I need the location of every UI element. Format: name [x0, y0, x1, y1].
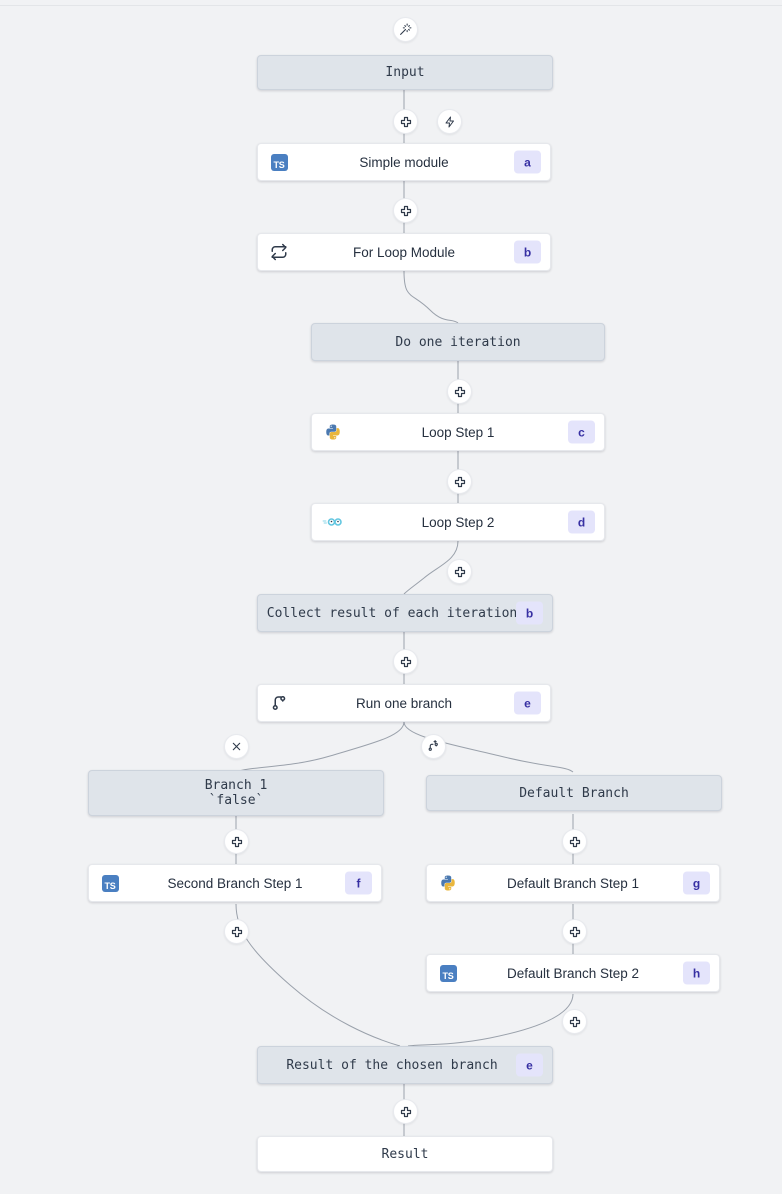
node-result-of-chosen-branch-label: Result of the chosen branch — [286, 1057, 498, 1073]
node-default-branch-step-2-badge: h — [683, 961, 710, 985]
add-step-in-default-branch-button[interactable] — [562, 829, 587, 854]
node-loop-step-1[interactable]: Loop Step 1 c — [311, 413, 605, 451]
node-collect-result[interactable]: Collect result of each iteration b — [257, 594, 553, 632]
plus-icon — [231, 836, 242, 847]
node-simple-module-label: Simple module — [359, 154, 449, 170]
node-default-branch[interactable]: Default Branch — [426, 775, 722, 811]
node-second-branch-step-1[interactable]: TS Second Branch Step 1 f — [88, 864, 382, 902]
add-step-after-input-button[interactable] — [393, 109, 418, 134]
node-input[interactable]: Input — [257, 55, 553, 90]
plus-icon — [454, 476, 465, 487]
plus-icon — [569, 1016, 580, 1027]
node-loop-step-2-label: Loop Step 2 — [421, 514, 495, 530]
node-default-branch-step-1-badge: g — [683, 871, 710, 895]
lightning-bolt-icon — [445, 116, 454, 127]
node-default-branch-step-2[interactable]: TS Default Branch Step 2 h — [426, 954, 720, 992]
add-step-after-default-branch-step-1-button[interactable] — [562, 919, 587, 944]
node-default-branch-step-1-label: Default Branch Step 1 — [506, 875, 640, 891]
add-step-after-second-branch-step-1-button[interactable] — [224, 919, 249, 944]
typescript-icon: TS — [437, 962, 459, 984]
git-branch-plus-icon — [428, 740, 438, 751]
plus-icon — [231, 926, 242, 937]
plus-icon — [569, 836, 580, 847]
go-icon — [322, 511, 344, 533]
node-run-one-branch-label: Run one branch — [355, 695, 453, 711]
node-loop-step-1-badge: c — [568, 420, 595, 444]
add-branch-button[interactable] — [421, 734, 446, 759]
plus-icon — [400, 205, 411, 216]
node-run-one-branch[interactable]: Run one branch e — [257, 684, 551, 722]
node-result[interactable]: Result — [257, 1136, 553, 1172]
node-default-branch-label: Default Branch — [519, 785, 629, 801]
add-step-in-branch-1-button[interactable] — [224, 829, 249, 854]
node-simple-module-badge: a — [514, 150, 541, 174]
top-divider — [0, 5, 782, 6]
node-loop-step-1-label: Loop Step 1 — [421, 424, 495, 440]
node-default-branch-step-1[interactable]: Default Branch Step 1 g — [426, 864, 720, 902]
node-second-branch-step-1-badge: f — [345, 871, 372, 895]
node-for-loop-module-label: For Loop Module — [352, 244, 456, 260]
typescript-icon: TS — [99, 872, 121, 894]
add-step-after-loop-step-2-button[interactable] — [447, 559, 472, 584]
node-loop-step-2[interactable]: Loop Step 2 d — [311, 503, 605, 541]
node-second-branch-step-1-label: Second Branch Step 1 — [167, 875, 303, 891]
node-default-branch-step-2-label: Default Branch Step 2 — [506, 965, 640, 981]
magic-wand-button[interactable] — [393, 17, 418, 42]
python-icon — [322, 421, 344, 443]
git-branch-icon — [268, 692, 290, 714]
plus-icon — [400, 1106, 411, 1117]
plus-icon — [569, 926, 580, 937]
python-icon — [437, 872, 459, 894]
typescript-icon: TS — [268, 151, 290, 173]
node-simple-module[interactable]: TS Simple module a — [257, 143, 551, 181]
plus-icon — [400, 656, 411, 667]
add-step-after-default-branch-step-2-button[interactable] — [562, 1009, 587, 1034]
plus-icon — [454, 386, 465, 397]
plus-icon — [400, 116, 411, 127]
node-result-label: Result — [381, 1146, 429, 1162]
node-branch-1-label: Branch 1 `false` — [204, 778, 268, 808]
node-result-of-chosen-branch-badge: e — [516, 1053, 543, 1077]
node-do-one-iteration[interactable]: Do one iteration — [311, 323, 605, 361]
node-run-one-branch-badge: e — [514, 691, 541, 715]
node-for-loop-module-badge: b — [514, 240, 541, 264]
remove-branch-button[interactable] — [224, 734, 249, 759]
plus-icon — [454, 566, 465, 577]
magic-wand-icon — [400, 23, 412, 35]
add-step-in-loop-button[interactable] — [447, 379, 472, 404]
close-icon — [232, 742, 241, 751]
node-collect-result-label: Collect result of each iteration — [266, 605, 518, 621]
node-branch-1[interactable]: Branch 1 `false` — [88, 770, 384, 816]
node-do-one-iteration-label: Do one iteration — [395, 334, 521, 350]
add-step-after-simple-module-button[interactable] — [393, 198, 418, 223]
trigger-button[interactable] — [437, 109, 462, 134]
add-step-after-collect-result-button[interactable] — [393, 649, 418, 674]
node-input-label: Input — [385, 65, 425, 80]
node-result-of-chosen-branch[interactable]: Result of the chosen branch e — [257, 1046, 553, 1084]
node-for-loop-module[interactable]: For Loop Module b — [257, 233, 551, 271]
add-step-after-loop-step-1-button[interactable] — [447, 469, 472, 494]
loop-icon — [268, 241, 290, 263]
node-collect-result-badge: b — [516, 601, 543, 625]
node-loop-step-2-badge: d — [568, 510, 595, 534]
add-step-after-result-branch-button[interactable] — [393, 1099, 418, 1124]
